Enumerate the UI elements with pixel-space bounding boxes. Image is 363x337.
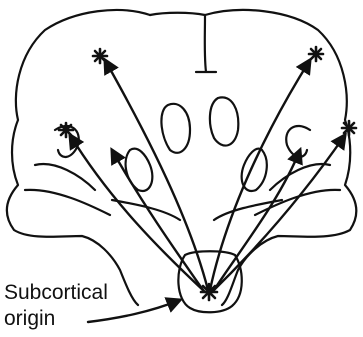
subcortical-origin-star — [201, 284, 217, 300]
right-basal-ganglia — [242, 149, 267, 191]
cortical-target-star-upper-right — [309, 47, 323, 61]
cortical-target-star-lateral-left — [59, 123, 73, 137]
subcortical-label-line-1: Subcortical — [4, 282, 108, 303]
left-ventricle — [161, 104, 190, 153]
brainstem-outline — [178, 251, 241, 312]
projection-arrow-upper-left — [105, 60, 208, 290]
right-ventricle — [210, 97, 238, 145]
cortical-target-star-lateral-right — [342, 121, 356, 135]
subcortical-label-line-2: origin — [4, 308, 55, 329]
internal-capsule-left — [112, 200, 180, 220]
projection-arrow-inner-right — [214, 150, 300, 290]
projection-arrow-lateral-left — [70, 135, 205, 292]
left-basal-ganglia — [126, 149, 153, 191]
left-cortical-folds — [25, 126, 110, 215]
cortical-target-star-upper-left — [93, 49, 107, 63]
midline-fissure — [150, 13, 216, 72]
projection-arrow-upper-right — [210, 60, 310, 290]
